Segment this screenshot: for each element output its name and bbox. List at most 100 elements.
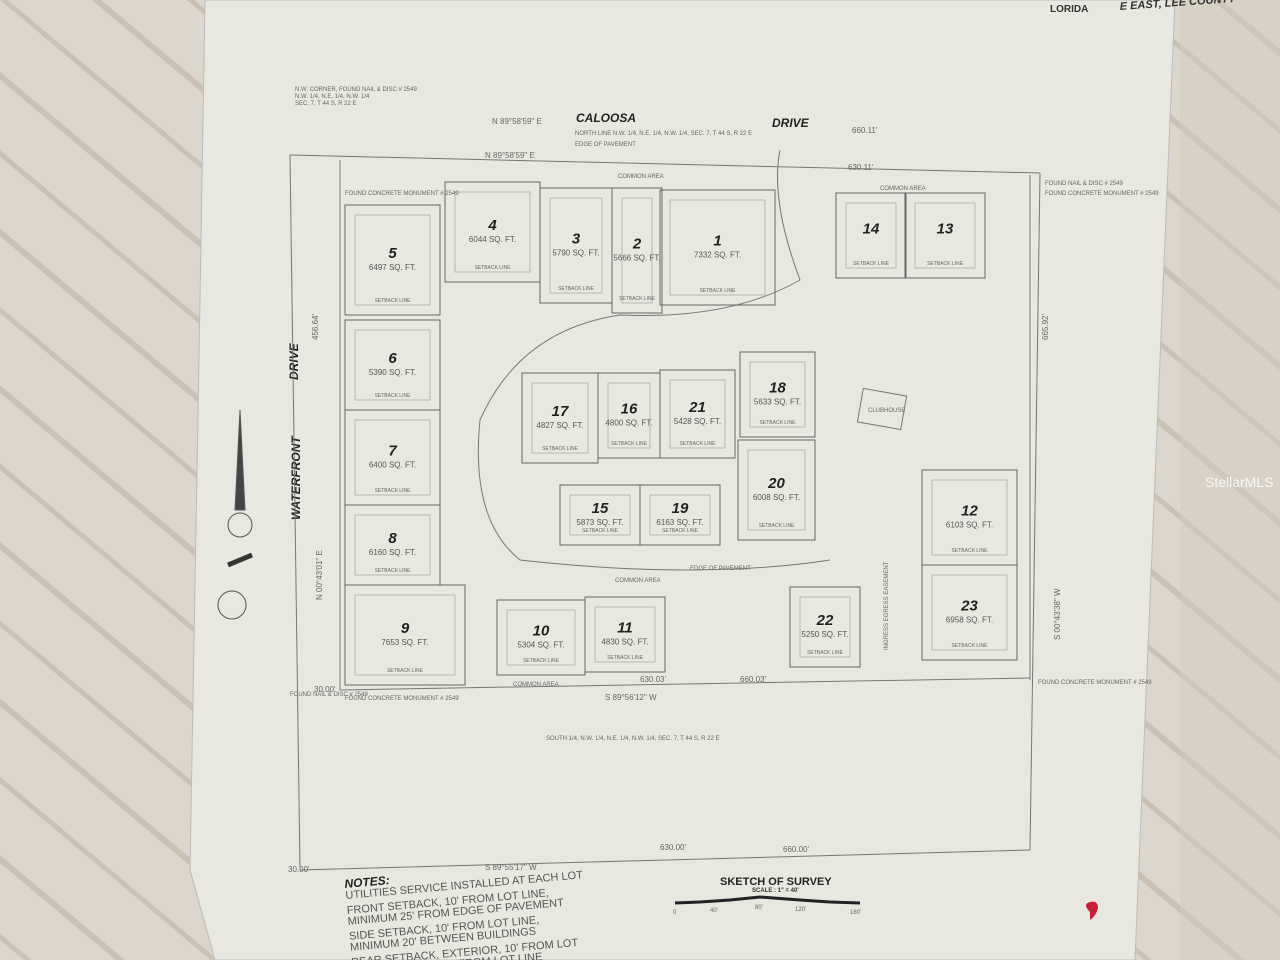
setback-line bbox=[506, 609, 576, 666]
lot-boundary bbox=[659, 189, 776, 306]
setback-line bbox=[845, 202, 897, 269]
setback-label: SETBACK LINE bbox=[607, 655, 644, 661]
north-dist-outer: 660.11' bbox=[852, 126, 878, 135]
lot-number: 4 bbox=[487, 217, 497, 234]
lot-area: 5304 SQ. FT. bbox=[517, 641, 564, 650]
survey-scale: SCALE : 1" = 40' bbox=[752, 888, 799, 894]
lot-boundary bbox=[344, 584, 466, 686]
scale-tick-4: 160' bbox=[850, 910, 861, 916]
street-caloosa: CALOOSA bbox=[576, 111, 636, 125]
found-monument-nw: FOUND CONCRETE MONUMENT # 2549 bbox=[345, 191, 459, 197]
lot-area: 5250 SQ. FT. bbox=[801, 630, 848, 639]
setback-line bbox=[594, 606, 656, 663]
north-line-note: NORTH LINE N.W. 1/4, N.E. 1/4, N.W. 1/4,… bbox=[575, 131, 752, 137]
lot-area: 6008 SQ. FT. bbox=[753, 493, 800, 502]
watermark-logo: StellarMLS bbox=[1205, 474, 1273, 490]
north-dist-inner: 630.11' bbox=[848, 163, 874, 172]
setback-line bbox=[354, 594, 456, 676]
edge-of-pavement-center: EDGE OF PAVEMENT bbox=[690, 566, 751, 572]
found-monument-sw: FOUND CONCRETE MONUMENT # 2549 bbox=[345, 696, 459, 702]
setback-line bbox=[354, 419, 431, 496]
lot-number: 20 bbox=[767, 475, 785, 492]
setback-label: SETBACK LINE bbox=[387, 668, 424, 674]
lot-number: 9 bbox=[401, 620, 410, 637]
found-nail-ne: FOUND NAIL & DISC # 2549 bbox=[1045, 181, 1123, 187]
street-caloosa-drive: DRIVE bbox=[772, 116, 810, 130]
lot-boundary bbox=[521, 372, 599, 464]
lot-number: 22 bbox=[816, 612, 834, 629]
lot-number: 11 bbox=[617, 620, 633, 637]
nw-corner-note-1: N.W. CORNER, FOUND NAIL & DISC # 2549 bbox=[295, 87, 417, 93]
lot-number: 2 bbox=[632, 236, 642, 253]
lot-area: 6497 SQ. FT. bbox=[369, 263, 416, 272]
setback-line bbox=[669, 199, 766, 296]
setback-label: SETBACK LINE bbox=[523, 658, 560, 664]
lot-number: 1 bbox=[713, 233, 721, 250]
lot-boundary bbox=[737, 439, 816, 541]
lot-number: 14 bbox=[863, 221, 880, 238]
setback-label: SETBACK LINE bbox=[807, 650, 844, 656]
lot-boundary bbox=[639, 484, 721, 546]
north-arrow-icon bbox=[217, 409, 253, 620]
bearing-west: N 00°43'01" E bbox=[315, 550, 324, 600]
lot-number: 16 bbox=[621, 401, 638, 418]
setback-line bbox=[914, 202, 976, 269]
south-outer-dist2: 660.00' bbox=[783, 845, 809, 854]
lot-area: 6044 SQ. FT. bbox=[469, 235, 516, 244]
survey-paper bbox=[189, 0, 1176, 960]
setback-line bbox=[649, 494, 711, 536]
setback-line bbox=[549, 197, 603, 294]
lot-number: 18 bbox=[769, 380, 786, 397]
red-pin-icon bbox=[1086, 901, 1098, 920]
setback-line bbox=[799, 596, 851, 658]
scale-tick-2: 80' bbox=[755, 905, 763, 911]
common-area-ne: COMMON AREA bbox=[880, 186, 926, 192]
setback-line bbox=[931, 574, 1008, 651]
setback-line bbox=[747, 449, 806, 531]
setback-line bbox=[354, 514, 431, 576]
setback-line bbox=[354, 214, 431, 306]
notes-title: NOTES: bbox=[344, 873, 390, 891]
setback-line bbox=[669, 379, 726, 449]
lot-area: 6163 SQ. FT. bbox=[656, 518, 703, 527]
lot-number: 12 bbox=[961, 503, 978, 520]
bearing-south-outer: S 89°55'17" W bbox=[485, 863, 537, 872]
lot-boundary bbox=[344, 204, 441, 316]
setback-label: SETBACK LINE bbox=[952, 643, 989, 649]
lot-boundary bbox=[444, 181, 541, 283]
setback-line bbox=[454, 191, 531, 273]
setback-label: SETBACK LINE bbox=[542, 446, 579, 452]
south-dist-outer: 660.03' bbox=[740, 675, 766, 684]
found-nail-sw: FOUND NAIL & DISC # 2549 bbox=[290, 692, 368, 698]
nw-corner-note-2: N.W. 1/4, N.E. 1/4, N.W. 1/4 bbox=[295, 94, 370, 100]
lot-boundary bbox=[835, 192, 907, 279]
lot-area: 7653 SQ. FT. bbox=[381, 638, 428, 647]
common-area-center: COMMON AREA bbox=[615, 578, 661, 584]
setback-label: SETBACK LINE bbox=[475, 265, 512, 271]
lot-boundary bbox=[921, 564, 1018, 661]
common-area-north: COMMON AREA bbox=[618, 174, 664, 180]
lot-number: 8 bbox=[388, 530, 397, 547]
lot-area: 5873 SQ. FT. bbox=[576, 518, 623, 527]
lot-number: 3 bbox=[572, 231, 581, 248]
found-monument-ne: FOUND CONCRETE MONUMENT # 2549 bbox=[1045, 191, 1159, 197]
setback-label: SETBACK LINE bbox=[680, 441, 717, 447]
setback-line bbox=[354, 329, 431, 401]
lot-boundary bbox=[739, 351, 816, 438]
east-dist: 665.92' bbox=[1041, 314, 1050, 340]
lot-area: 5428 SQ. FT. bbox=[674, 417, 721, 426]
setback-label: SETBACK LINE bbox=[375, 298, 412, 304]
setback-label: SETBACK LINE bbox=[582, 528, 619, 534]
clubhouse-label: CLUBHOUSE bbox=[868, 408, 905, 414]
setback-line bbox=[749, 361, 806, 428]
lot-area: 7332 SQ. FT. bbox=[694, 251, 741, 260]
bearing-east: S 00°43'38" W bbox=[1053, 588, 1062, 640]
